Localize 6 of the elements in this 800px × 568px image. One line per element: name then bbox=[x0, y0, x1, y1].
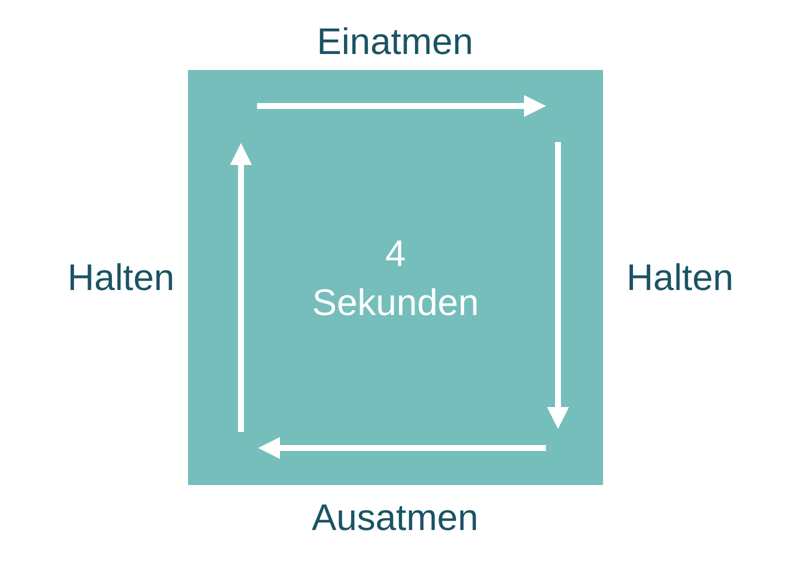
phase-label: Halten bbox=[626, 256, 734, 300]
phase-label: Einatmen bbox=[316, 20, 474, 64]
duration-text: 4 Sekunden bbox=[312, 232, 479, 324]
breathing-square bbox=[188, 70, 603, 485]
phase-label: Ausatmen bbox=[312, 496, 478, 540]
phase-label: Halten bbox=[68, 256, 174, 300]
